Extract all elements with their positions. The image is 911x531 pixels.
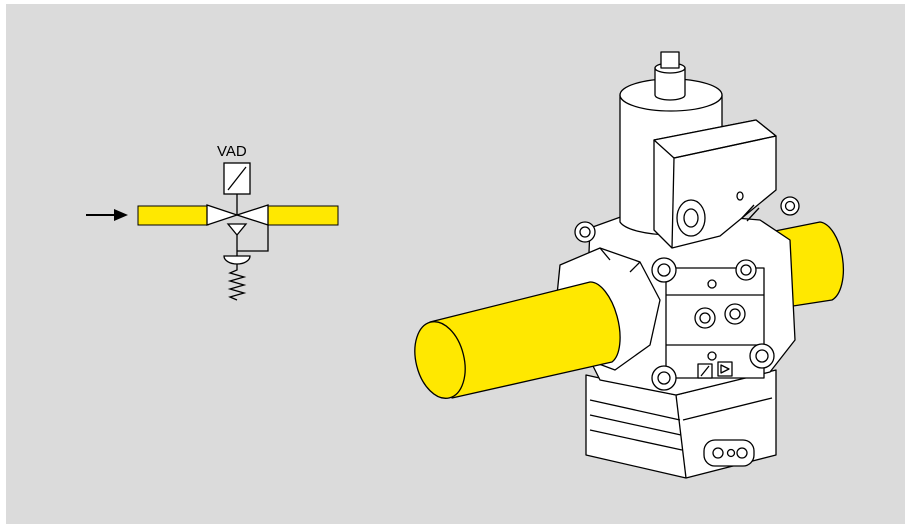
valve-symbol: VAD <box>86 143 339 301</box>
pipe-inlet <box>137 205 209 226</box>
terminal-box-3d <box>653 119 777 249</box>
bolt-icons <box>574 196 800 391</box>
arrow-right-icon <box>86 209 128 221</box>
indicator-icons <box>697 361 733 379</box>
connector-plate-icon <box>703 439 755 467</box>
valve-body-icon <box>206 204 269 237</box>
valve-body-3d <box>554 196 800 396</box>
solenoid-actuator-icon <box>223 162 251 195</box>
screw-icons <box>694 279 746 361</box>
pipe-inlet-3d <box>414 281 621 399</box>
valve-device-illustration <box>414 51 845 479</box>
spring-icon <box>227 264 247 301</box>
symbol-label: VAD <box>217 143 247 160</box>
pipe-outlet <box>267 205 339 226</box>
